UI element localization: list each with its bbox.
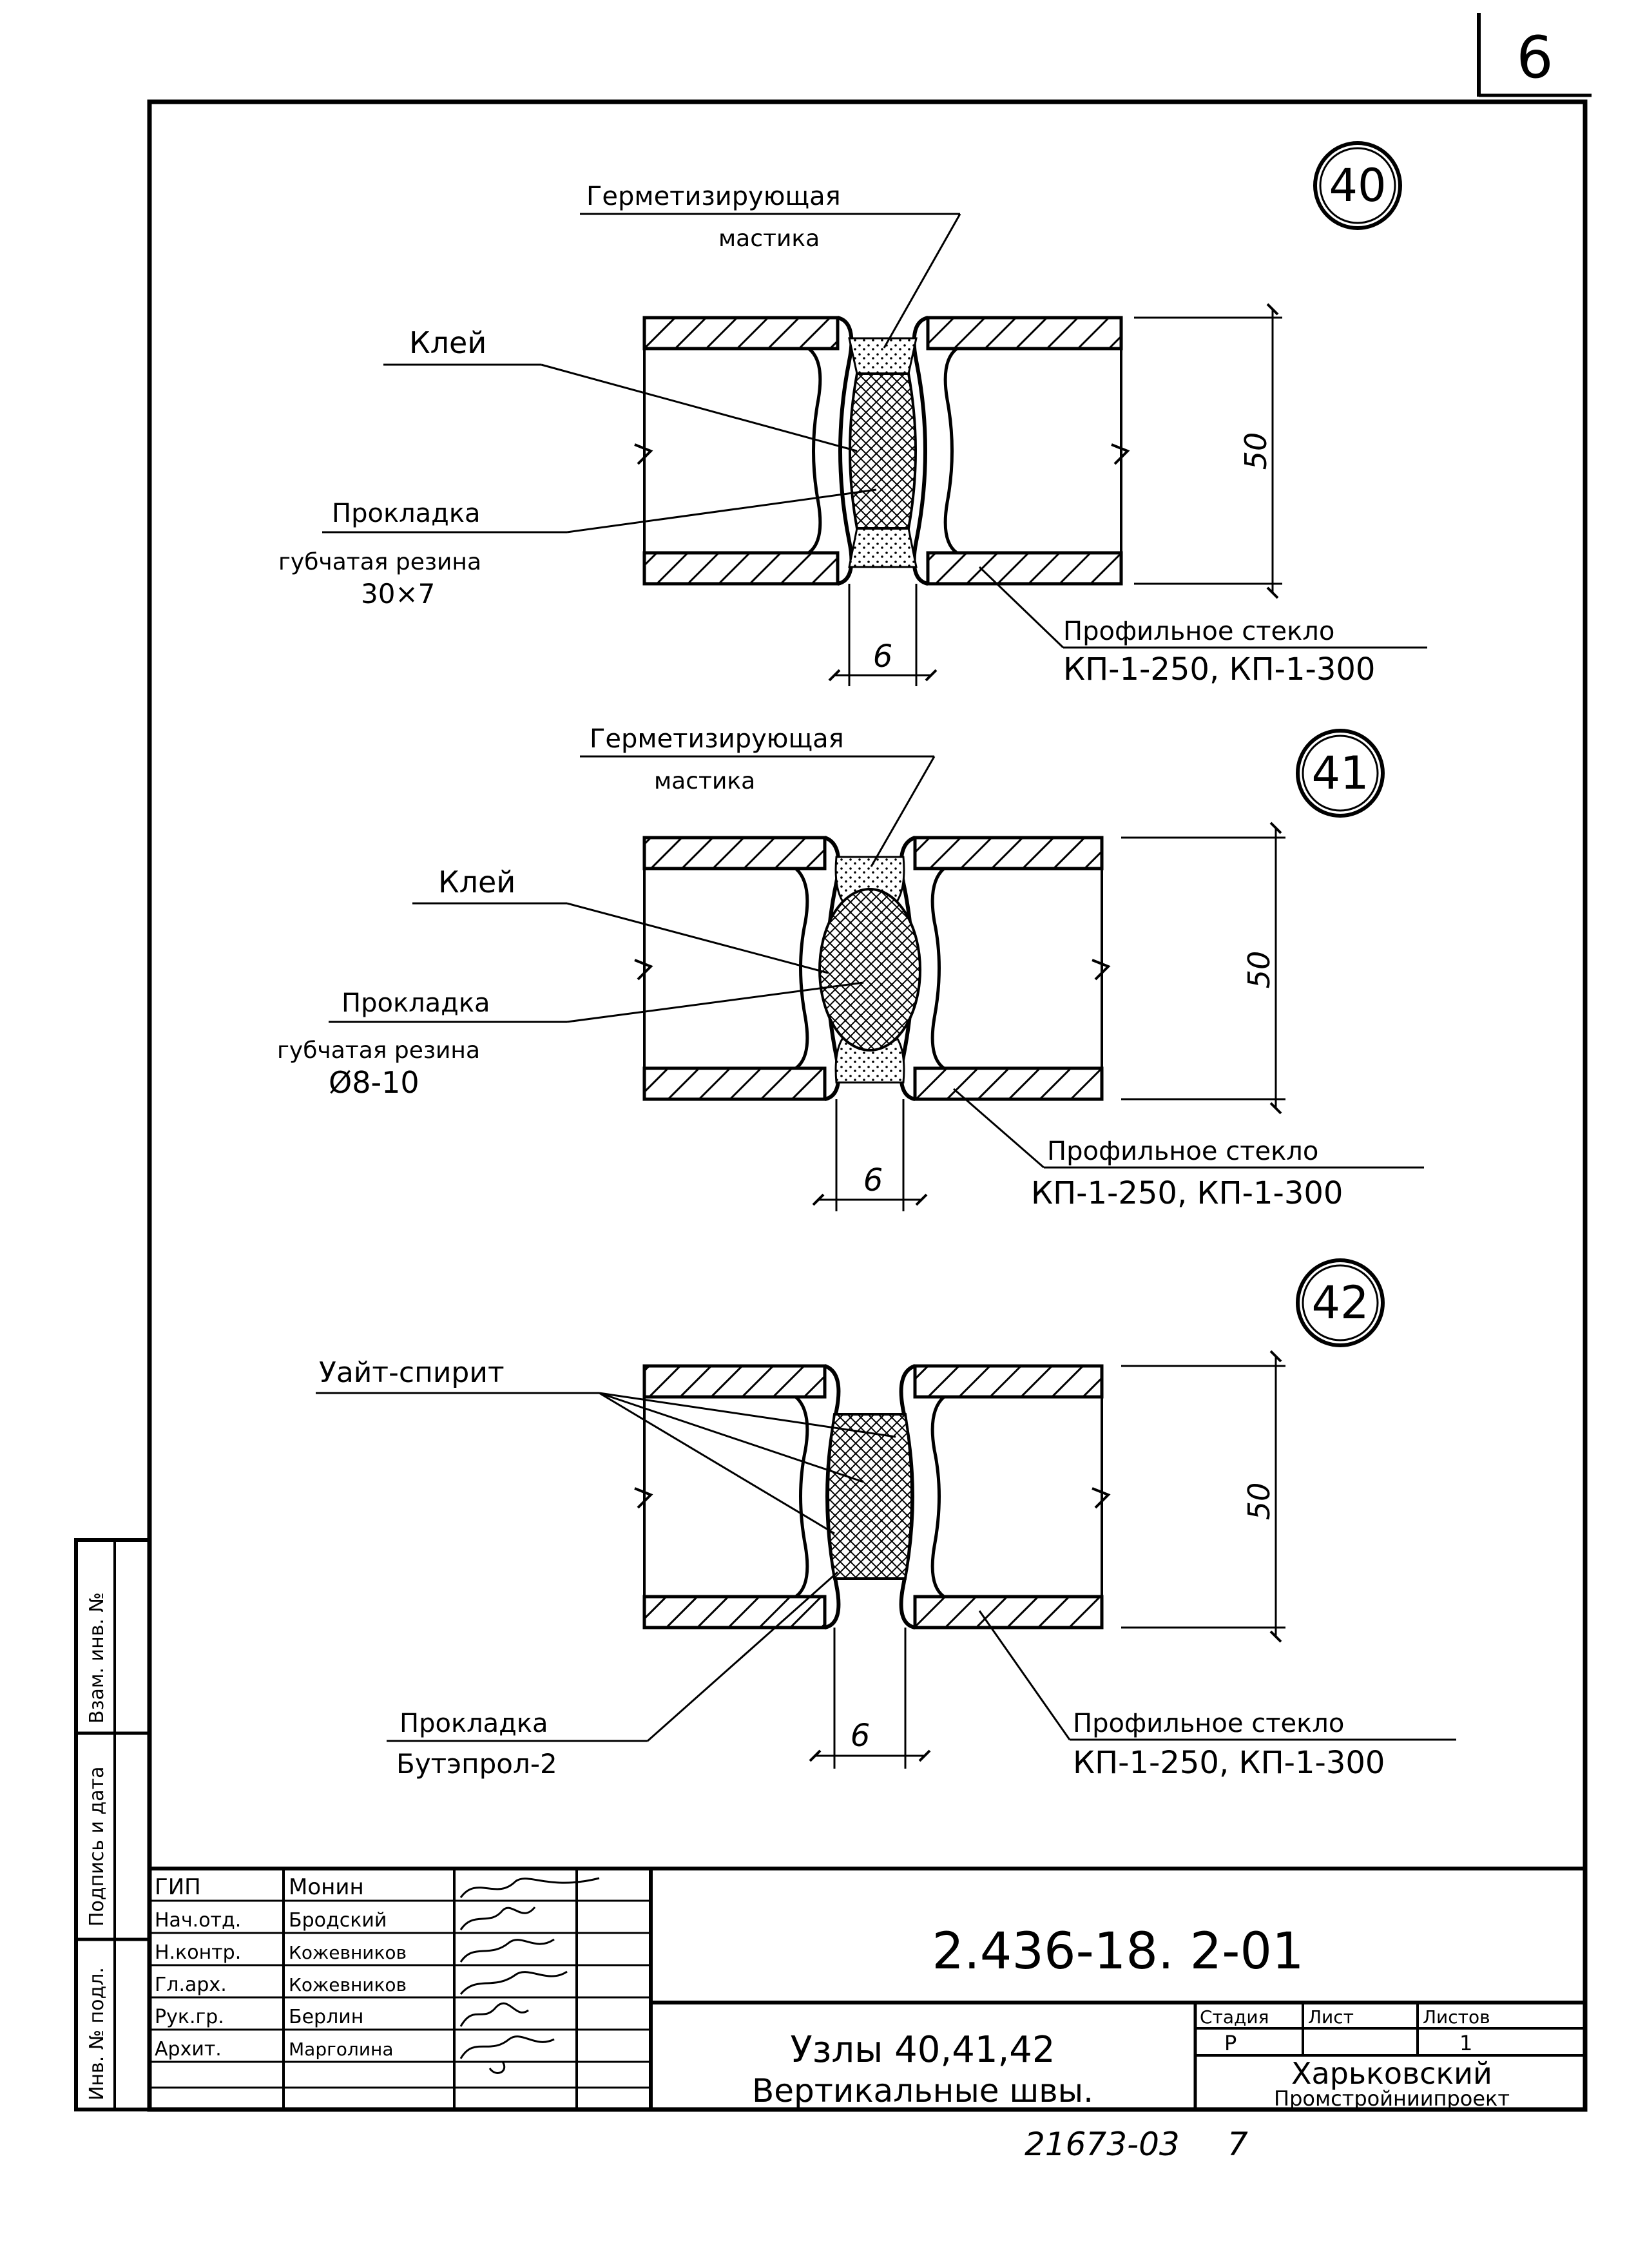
gasket-butyl [827, 1413, 913, 1580]
svg-text:1: 1 [1459, 2031, 1472, 2055]
svg-text:50: 50 [1242, 951, 1276, 989]
svg-text:Ø8-10: Ø8-10 [329, 1065, 419, 1100]
svg-text:30×7: 30×7 [361, 578, 435, 610]
gasket-label: Прокладка [332, 499, 481, 528]
svg-text:Кожевников: Кожевников [289, 1942, 407, 1963]
spirit-label: Уайт-спирит [319, 1356, 505, 1389]
detail-40: 40 50 [278, 141, 1427, 687]
svg-text:Нач.отд.: Нач.отд. [155, 1909, 241, 1932]
organization-line1: Харьковский [1291, 2056, 1492, 2091]
dimension-height: 50 [1134, 303, 1282, 599]
footer-code: 21673-03 [1025, 2126, 1180, 2163]
svg-text:Гл.арх.: Гл.арх. [155, 1974, 227, 1996]
svg-text:40: 40 [1329, 159, 1386, 212]
detail-41: 41 50 6 [277, 724, 1424, 1211]
glass-types: КП-1-250, КП-1-300 [1063, 651, 1375, 687]
gasket-label: Прокладка [399, 1709, 548, 1738]
left-glass-profile [634, 836, 841, 1101]
svg-text:6: 6 [851, 1718, 871, 1754]
svg-text:50: 50 [1242, 1483, 1276, 1521]
sheet-number: 6 [1516, 24, 1553, 91]
svg-text:42: 42 [1311, 1276, 1369, 1329]
glue-label: Клей [409, 325, 486, 360]
drawing-title-line1: Узлы 40,41,42 [790, 2029, 1055, 2071]
svg-text:41: 41 [1311, 747, 1369, 800]
detail-marker-42 [1296, 1258, 1385, 1347]
sealant-top [848, 337, 918, 375]
sheet-number-box: 6 [1477, 13, 1592, 97]
right-glass-profile [912, 316, 1130, 586]
svg-text:6: 6 [873, 639, 893, 675]
svg-text:Н.контр.: Н.контр. [155, 1941, 241, 1964]
gasket-round [818, 888, 921, 1052]
strip-signature-date: Подпись и дата [86, 1767, 108, 1927]
glass-label: Профильное стекло [1047, 1137, 1318, 1166]
dimension-gap: 6 [809, 1628, 931, 1769]
dimension-gap: 6 [828, 584, 938, 686]
glass-label: Профильное стекло [1073, 1709, 1344, 1738]
right-glass-profile [899, 1364, 1111, 1629]
signature-scribbles [459, 1877, 600, 2074]
svg-text:Архит.: Архит. [155, 2038, 222, 2061]
svg-text:Берлин: Берлин [289, 2006, 363, 2028]
detail-marker-40 [1313, 141, 1402, 230]
glass-types: КП-1-250, КП-1-300 [1073, 1745, 1385, 1781]
dimension-height: 50 [1121, 822, 1285, 1115]
svg-text:Монин: Монин [289, 1874, 364, 1900]
strip-inv-original: Инв. № подл. [86, 1967, 108, 2100]
svg-text:губчатая резина: губчатая резина [278, 549, 481, 575]
sealant-label: Герметизирующая [590, 724, 844, 754]
svg-text:6: 6 [863, 1162, 883, 1198]
drawing-title-line2: Вертикальные швы. [752, 2072, 1093, 2109]
organization-line2: Промстройниипроект [1274, 2086, 1510, 2111]
left-stamp-strip: Инв. № подл. Подпись и дата Взам. инв. № [74, 1538, 151, 2111]
dimension-height: 50 [1121, 1350, 1285, 1643]
svg-text:Стадия: Стадия [1200, 2006, 1269, 2028]
right-glass-profile [899, 836, 1111, 1101]
svg-text:50: 50 [1238, 432, 1273, 470]
svg-text:Бродский: Бродский [289, 1909, 387, 1932]
glue-label: Клей [438, 865, 515, 899]
signature-table: ГИП Монин Нач.отд. Бродский Н.контр. Кож… [155, 1874, 407, 2061]
left-glass-profile [634, 1364, 841, 1629]
footer-number: 7 [1227, 2126, 1248, 2163]
svg-text:Марголина: Марголина [289, 2039, 394, 2060]
glass-label: Профильное стекло [1063, 617, 1334, 646]
svg-text:Лист: Лист [1308, 2006, 1354, 2028]
sealant-bottom [848, 527, 918, 568]
detail-42: 42 50 6 Уа [316, 1258, 1456, 1781]
svg-text:ГИП: ГИП [155, 1874, 201, 1900]
title-block: ГИП Монин Нач.отд. Бродский Н.контр. Кож… [148, 1867, 1587, 2111]
left-glass-profile [634, 316, 854, 586]
gasket-label: Прокладка [342, 988, 490, 1018]
svg-text:мастика: мастика [654, 768, 755, 794]
svg-text:Рук.гр.: Рук.гр. [155, 2006, 224, 2028]
gasket-rect [849, 372, 917, 530]
svg-text:губчатая резина: губчатая резина [277, 1037, 480, 1064]
detail-marker-41 [1296, 729, 1385, 818]
svg-text:мастика: мастика [718, 226, 820, 252]
strip-inv-replaced: Взам. инв. № [86, 1592, 108, 1724]
svg-text:Р: Р [1224, 2031, 1237, 2055]
dimension-gap: 6 [812, 1099, 928, 1211]
glass-types: КП-1-250, КП-1-300 [1031, 1175, 1343, 1211]
document-code: 2.436-18. 2-01 [932, 1923, 1304, 1981]
svg-text:Бутэпрол-2: Бутэпрол-2 [396, 1748, 557, 1780]
sealant-label: Герметизирующая [586, 182, 841, 211]
svg-text:Кожевников: Кожевников [289, 1974, 407, 1995]
svg-text:Листов: Листов [1423, 2006, 1490, 2028]
